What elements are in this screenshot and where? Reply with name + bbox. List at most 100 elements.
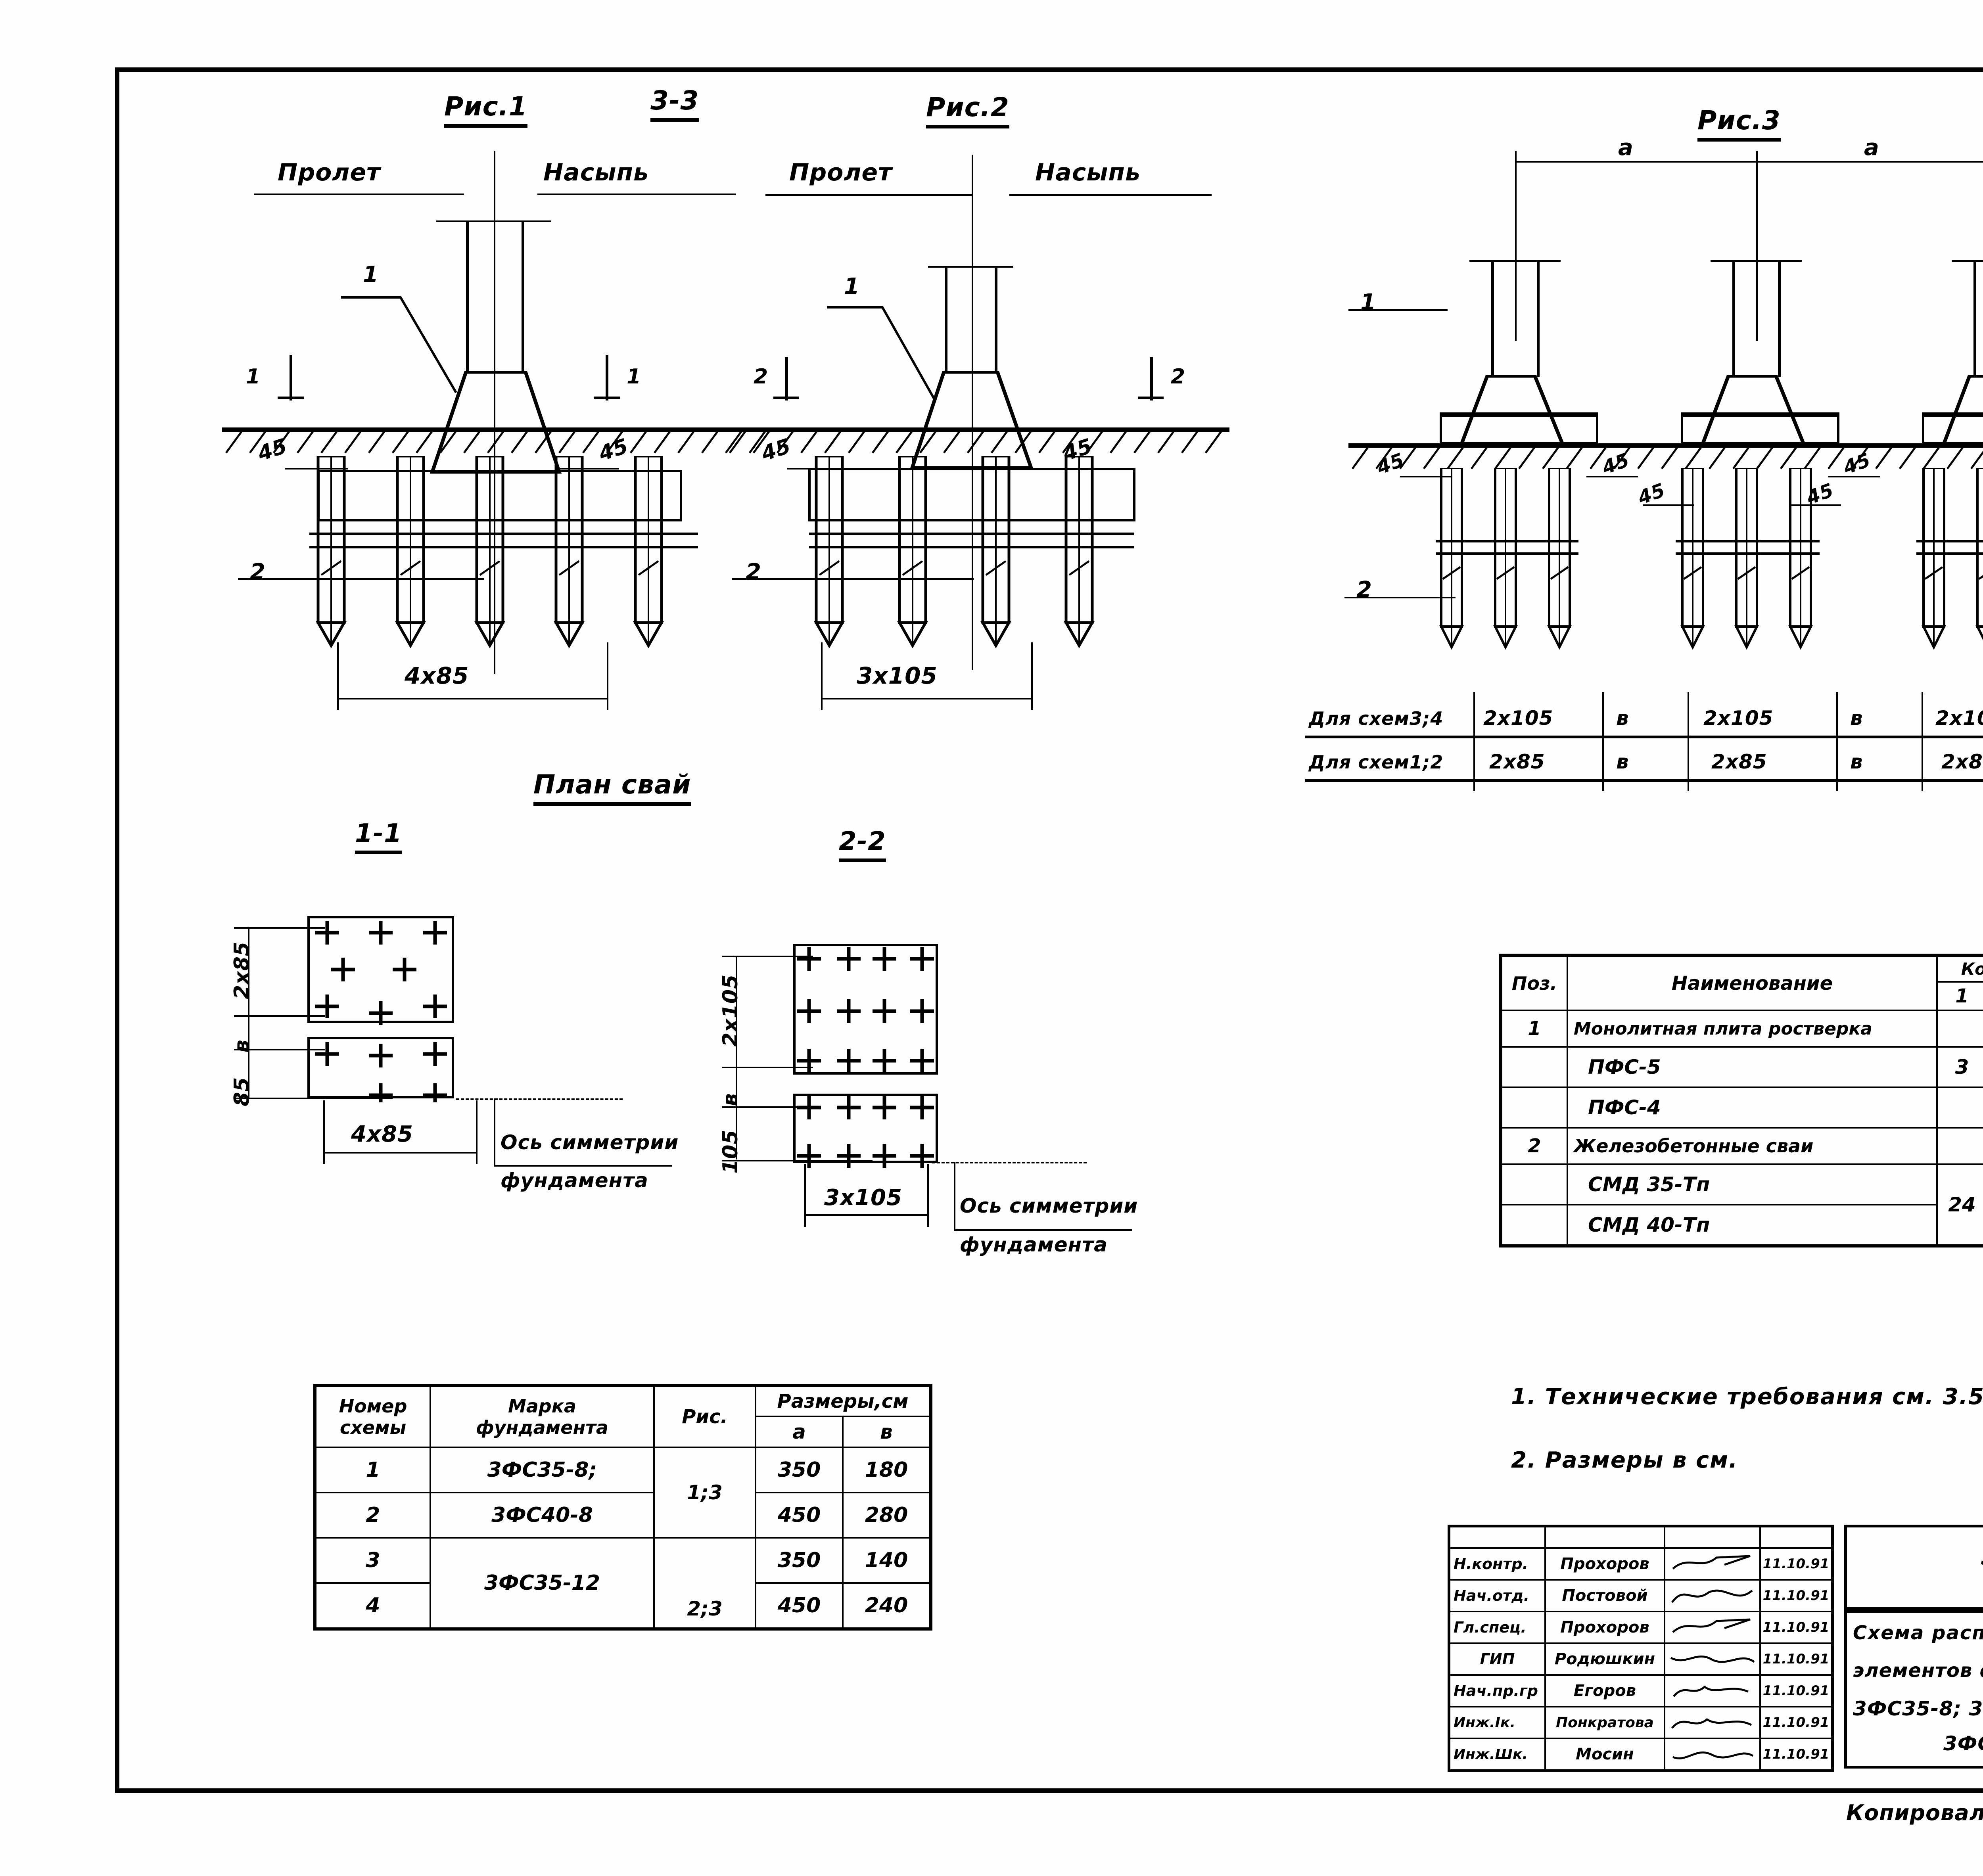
view-1-1-hext-r [476,1100,478,1164]
fig1-sec-tick-l [290,355,292,400]
fig3-dimtick-2 [1602,692,1604,791]
fig1-right-arrow [537,194,736,195]
fig3-u1-footing [1440,412,1598,444]
scheme-header-a: a [755,1416,844,1448]
scheme-header-mark: Марка фундамента [430,1385,655,1448]
fig2-span-dim: 3х105 [857,662,938,689]
fig3-dim34-a: 2х105 [1483,707,1553,730]
fig3-ground-hatch [1351,446,1983,469]
signature-block: Н.контр. Прохоров 11.10.91 Нач.отд. Пост… [1448,1525,1834,1772]
fig3-u2-col-l [1732,262,1735,377]
scheme-header-row-1: Номер схемы Марка фундамента Рис. Размер… [314,1385,932,1448]
fig3-u2-col-r [1778,262,1781,377]
view-1-1-dim-mid: в [230,1039,254,1053]
fig3-dim-row34-line [1305,736,1983,738]
fig3-u2-footing [1681,412,1839,444]
sig-name-2: Прохоров [1544,1611,1665,1644]
view-1-1-vtick-2 [234,1015,325,1017]
sig-signature-2 [1664,1611,1761,1644]
spec-r3-q1 [1936,1127,1983,1165]
view-2-2-vtick-1 [722,956,813,957]
fig3-dim34-d: в [1850,707,1863,730]
spec-table-wrapper: Поз. Наименование Колич.на схему Обознач… [1499,954,1983,1247]
view-2-2-hext-r [927,1164,929,1227]
sig-role-2: Гл.спец. [1448,1611,1546,1644]
fig3-callout-1: 1 [1360,289,1376,315]
sig-date-1: 11.10.91 [1759,1579,1833,1612]
fig2-footing [808,468,1135,521]
scheme-r0-mark: 3ФС35-8; [430,1447,655,1493]
fig3-dim12-e: 2х85 [1941,750,1983,773]
spec-r2-name: ПФС-4 [1567,1087,1938,1129]
table-row: Инж.Iк. Понкратова 11.10.91 [1448,1706,1833,1739]
spec-r2-q1 [1936,1087,1983,1129]
fig3-u1-col-r [1537,262,1540,377]
fig2-right-arrow [1009,194,1212,196]
fig1-column-left [466,222,469,373]
fig1-centerline [494,151,495,674]
fig3-u1-col-l [1491,262,1494,377]
fig2-dim-ext-l [821,642,823,710]
fig2-piles [809,456,1134,649]
spec-r5-pos [1500,1204,1568,1247]
fig1-column-right [522,222,524,373]
table-row: 4 450 240 [314,1582,932,1630]
spec-header-q1: 1 [1936,981,1983,1011]
fig2-callout-2: 2 [746,559,761,585]
fig2-column-left [945,268,947,373]
fig3-callout-2-leader [1344,597,1456,598]
sig-name-1: Постовой [1544,1579,1665,1612]
view-2-2-dim-bot: 105 [719,1129,742,1174]
spec-table: Поз. Наименование Колич.на схему Обознач… [1499,954,1983,1247]
fig1-dim-ext-l [337,642,339,710]
view-1-1-hext-l [323,1100,325,1164]
scheme-header-b: в [842,1416,932,1448]
scheme-header-fig: Рис. [653,1385,756,1448]
scheme-table-wrapper: Номер схемы Марка фундамента Рис. Размер… [313,1384,932,1631]
fig2-left-arrow [765,194,972,196]
scheme-header-mark-l2: фундамента [476,1417,608,1438]
fig3-dimtick-4 [1836,692,1838,791]
table-row: ГИП Родюшкин 11.10.91 [1448,1642,1833,1676]
table-row: 2 3ФС40-8 450 280 [314,1492,932,1539]
fig3-dim12-a: 2х85 [1489,750,1545,773]
fig3-depth-tick-5 [1828,476,1880,477]
spec-r1-pos [1500,1046,1568,1088]
fig1-sec-tick-r [606,355,608,400]
fig1-dim-line [337,698,607,699]
view-2-2-symmetry-dash [932,1162,1087,1163]
view-1-1-dim-top: 2х85 [230,941,254,999]
scheme-r1-a: 450 [755,1492,844,1539]
view-1-1-vtick-4 [234,1098,393,1099]
fig1-section-mark-left: 1 [246,365,261,389]
scheme-r0-a: 350 [755,1447,844,1493]
fig3-dim34-e: 2х105 [1935,707,1983,730]
spec-r0-pos: 1 [1500,1010,1568,1048]
spec-header-pos: Поз. [1500,954,1568,1011]
view-2-2-dim-mid: в [719,1093,742,1106]
drawing-title-line3: 3ФС35-8; 3ФС40-8; [1853,1697,1983,1720]
sig-date-6: 11.10.91 [1759,1738,1833,1772]
fig3-callout-1-leader [1348,309,1448,311]
scheme-r0-fig: 1;3 [653,1447,756,1539]
sig-name-5: Понкратова [1544,1706,1665,1739]
fig2-dim-ext-r [1031,642,1033,710]
sig-signature-4 [1664,1674,1761,1707]
fig3-a-dim-line [1515,161,1983,163]
scheme-header-dims: Размеры,см [755,1385,932,1417]
scheme-header-mark-l1: Марка [508,1395,576,1417]
copy-footer: Копировал: 25430-03. 9 Формат А3 [1846,1800,1983,1825]
fig2-callout-1-leader [827,306,935,399]
scheme-r2-a: 350 [755,1537,844,1584]
fig3-ext-2 [1756,151,1758,341]
frame-left [115,67,119,1792]
table-row: СМД 40-Тп [1500,1204,1983,1247]
table-row: 2 Железобетонные сваи 3.500.1-1 [1500,1127,1983,1165]
fig2-dim-line [821,698,1031,699]
fig3-depth-tick-4 [1789,504,1841,506]
sig-role-6: Инж.Шк. [1448,1738,1546,1772]
fig1-span-dim: 4х85 [405,662,469,689]
spec-header-name: Наименование [1567,954,1938,1011]
fig3-dimtick-5 [1922,692,1923,791]
